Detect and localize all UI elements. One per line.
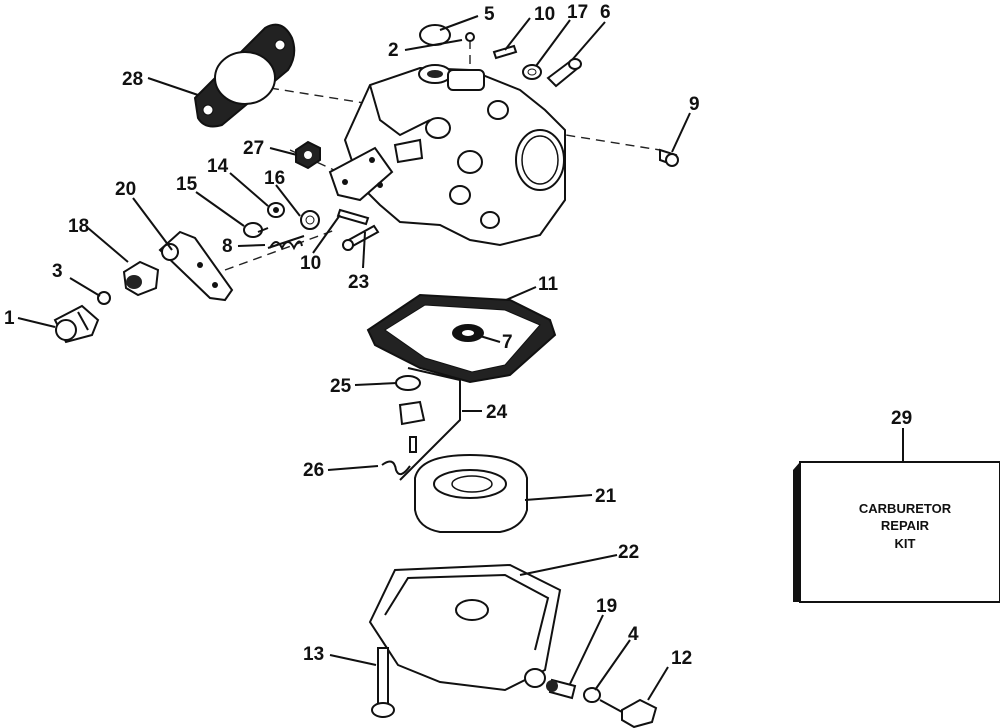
carburetor-body (328, 64, 566, 247)
part-24-float-pin (399, 367, 461, 481)
callout-10-upper: 10 (534, 4, 555, 25)
part-10-pin-upper (492, 44, 518, 60)
callout-25: 25 (330, 376, 352, 397)
callout-4: 4 (628, 624, 639, 645)
callout-14: 14 (207, 156, 229, 177)
kit-label-line-2: REPAIR (881, 518, 930, 533)
leader-lines (17, 15, 904, 701)
callout-27: 27 (243, 138, 264, 159)
callout-23: 23 (348, 272, 369, 293)
callout-28: 28 (122, 69, 143, 90)
part-9-screw (659, 148, 679, 167)
callout-12: 12 (671, 648, 692, 669)
callout-29: 29 (891, 408, 912, 429)
callout-9: 9 (689, 94, 700, 115)
callout-10-lower: 10 (300, 253, 321, 274)
part-17-o-ring (522, 64, 542, 80)
part-26-clip (381, 460, 411, 476)
callout-21: 21 (595, 486, 617, 507)
part-13-screw (371, 647, 395, 718)
callout-3: 3 (52, 261, 63, 282)
part-4-washer (583, 687, 601, 703)
part-22-float-bowl (368, 563, 562, 692)
part-14-washer (267, 202, 285, 218)
part-16-washer (300, 210, 320, 230)
part-25-gasket (395, 375, 421, 391)
callout-15: 15 (176, 174, 198, 195)
callout-19: 19 (596, 596, 617, 617)
part-19-jet (546, 678, 577, 700)
part-18-bushing (122, 260, 160, 297)
callout-20: 20 (115, 179, 136, 200)
part-3-o-ring (97, 291, 111, 305)
callout-1: 1 (4, 308, 15, 329)
part-12-plug (599, 698, 658, 728)
part-2-ball (465, 32, 475, 42)
part-10-pin-lower (336, 208, 370, 226)
kit-label-line-1: CARBURETOR (859, 501, 952, 516)
part-20-lever (158, 230, 234, 302)
part-1-knob (53, 304, 100, 344)
inlet-needle-seat (398, 400, 426, 453)
callout-6: 6 (600, 2, 611, 23)
part-21-float (414, 453, 528, 533)
callout-22: 22 (618, 542, 639, 563)
part-28-flange-gasket (193, 23, 296, 128)
part-27-nut (295, 140, 321, 170)
part-15-screw (243, 222, 269, 238)
callout-5: 5 (484, 4, 495, 25)
callout-26: 26 (303, 460, 324, 481)
callout-13: 13 (303, 644, 324, 665)
callout-8: 8 (222, 236, 233, 257)
kit-label-line-3: KIT (895, 536, 916, 551)
callout-18: 18 (68, 216, 89, 237)
callout-16: 16 (264, 168, 285, 189)
callout-2: 2 (388, 40, 399, 61)
part-8-spring (267, 235, 305, 251)
callout-7: 7 (502, 332, 513, 353)
callout-17: 17 (567, 2, 588, 23)
callout-numbers: 1 2 3 4 5 6 7 8 9 10 10 11 12 13 14 15 1… (4, 2, 912, 669)
part-7-washer (452, 324, 484, 342)
part-6-needle-valve (546, 58, 582, 88)
callout-24: 24 (486, 402, 508, 423)
part-23-screw (342, 224, 380, 251)
part-29-repair-kit-box: CARBURETOR REPAIR KIT (793, 461, 1000, 603)
callout-11: 11 (538, 274, 559, 295)
